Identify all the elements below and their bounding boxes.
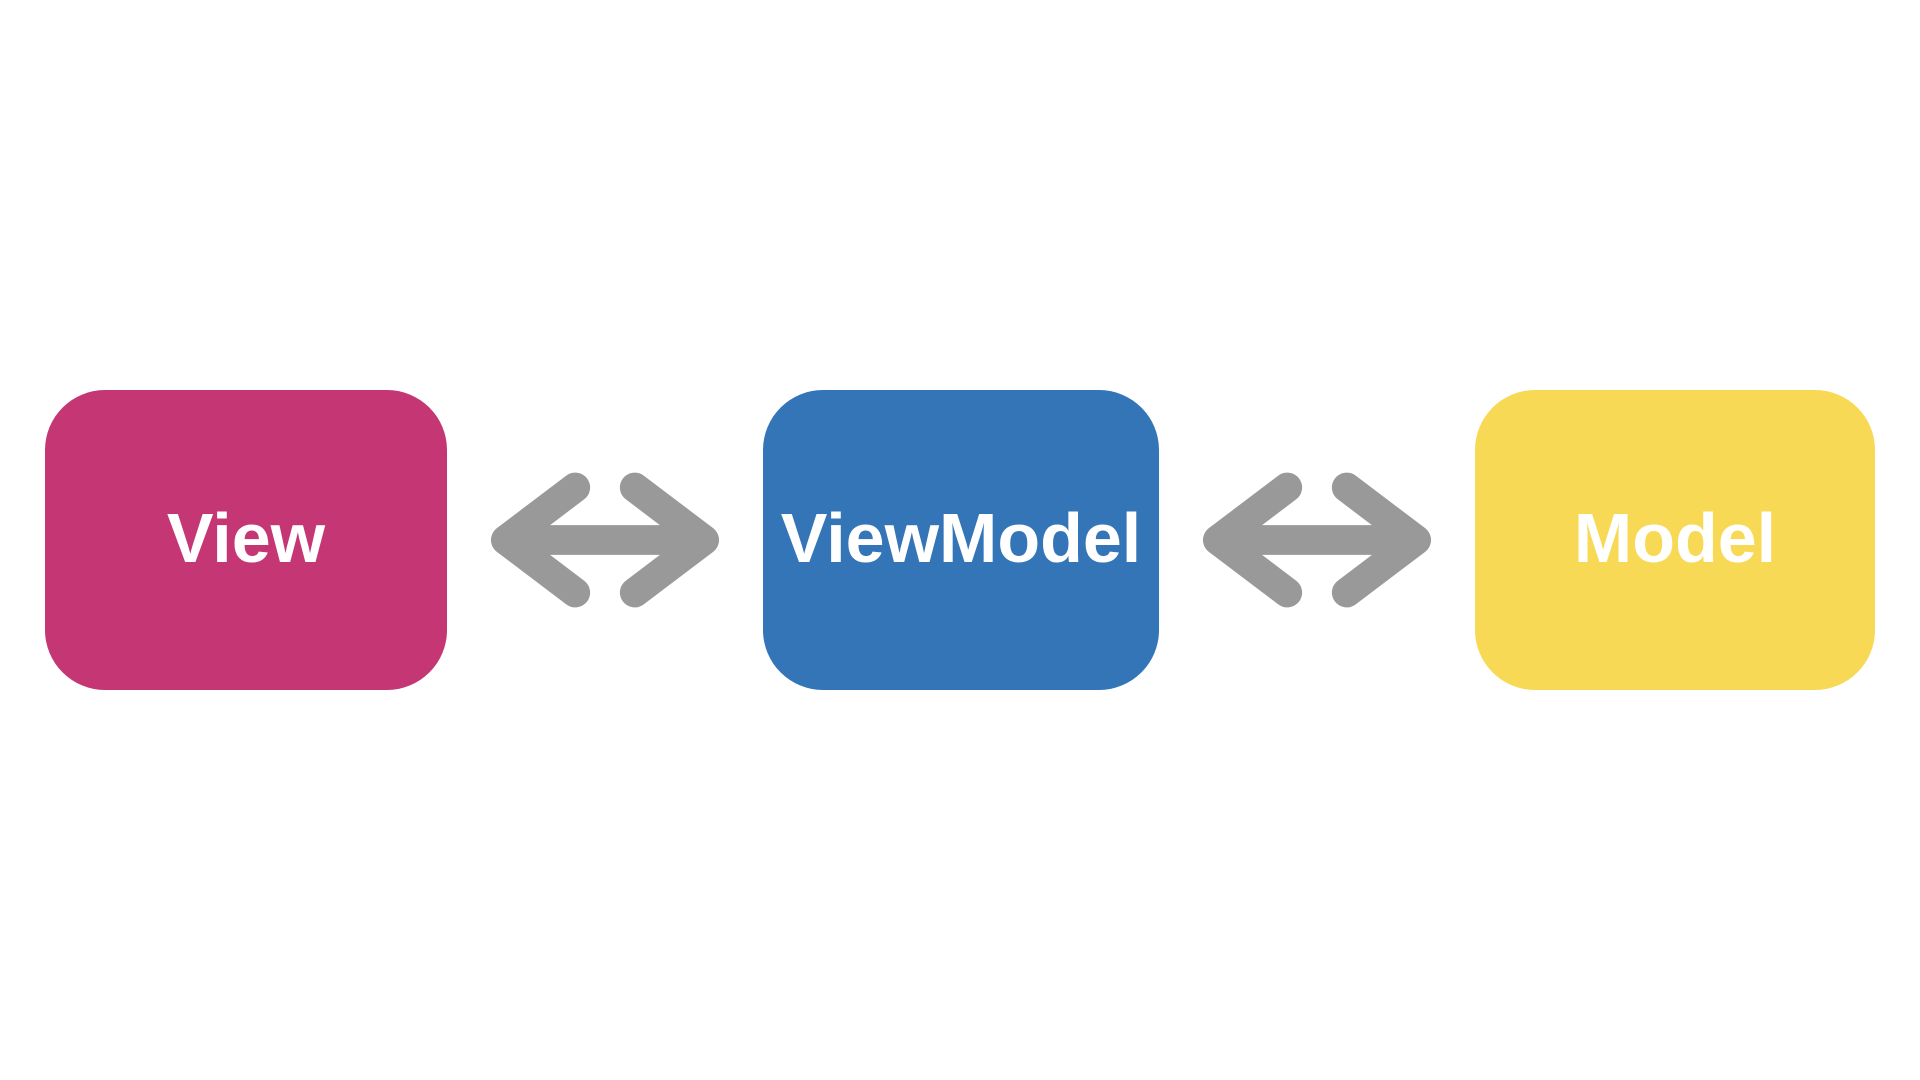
viewmodel-node: ViewModel xyxy=(763,390,1159,690)
model-node-label: Model xyxy=(1573,499,1777,577)
arrow-strokes xyxy=(490,472,720,608)
arrow-strokes xyxy=(1202,472,1432,608)
bidirectional-arrow-icon xyxy=(490,472,720,608)
view-node-label: View xyxy=(166,499,326,577)
view-node: View xyxy=(45,390,447,690)
viewmodel-node-label: ViewModel xyxy=(780,499,1142,577)
model-node: Model xyxy=(1475,390,1875,690)
bidirectional-arrow-icon xyxy=(1202,472,1432,608)
